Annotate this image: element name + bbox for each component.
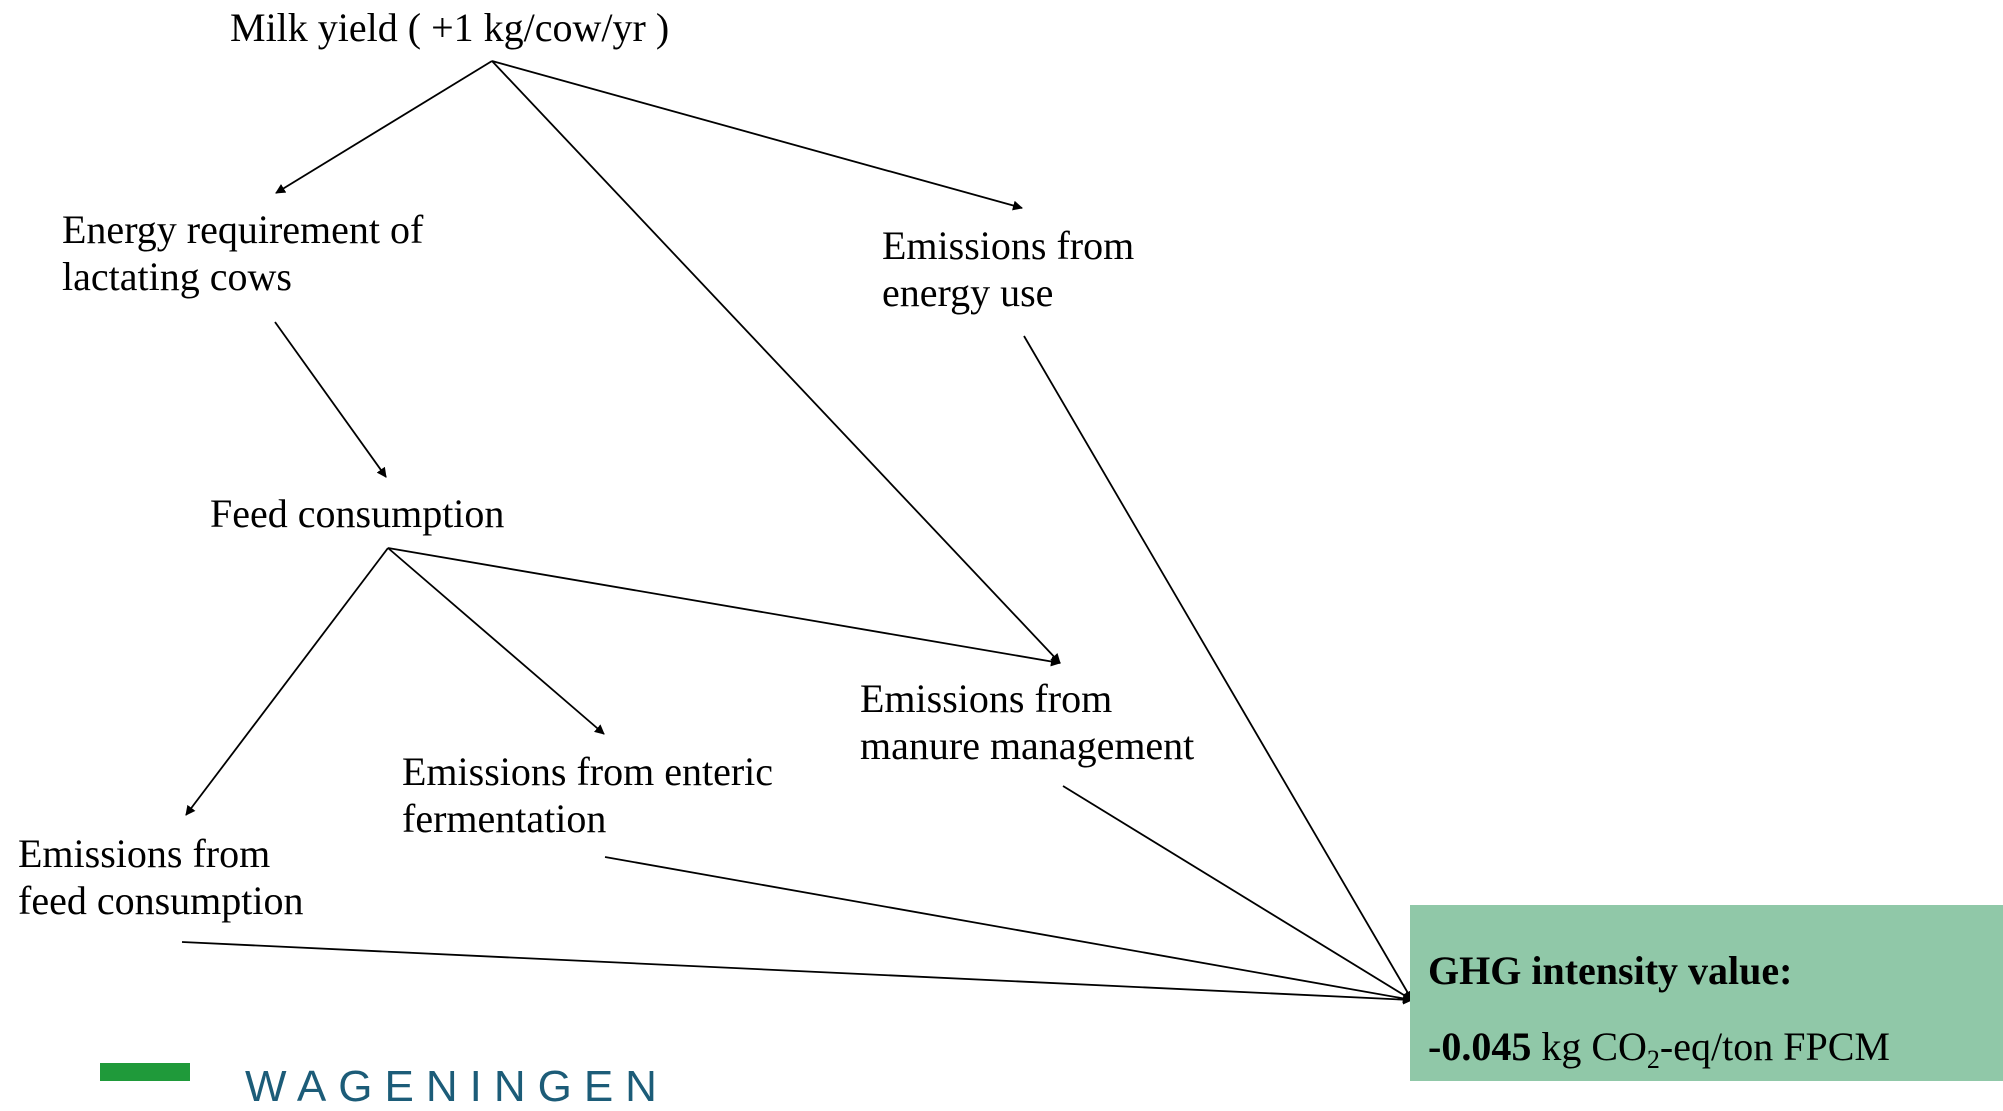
node-emissions-enteric-line-2: fermentation	[402, 796, 607, 841]
ghg-result-unit-subscript: 2	[1646, 1045, 1660, 1074]
node-energy-requirement-line-2: lactating cows	[62, 254, 292, 299]
ghg-result-box: GHG intensity value: -0.045 kg CO2-eq/to…	[1410, 905, 2003, 1081]
wageningen-logo-text: WAGENINGEN	[245, 1062, 669, 1111]
arrow-enteric-to-result	[604, 856, 1413, 1004]
ghg-result-value: -0.045 kg CO2-eq/ton FPCM	[1428, 1023, 1890, 1073]
arrow-feed-to-manure	[387, 547, 1061, 667]
node-energy-requirement-line-1: Energy requirement of	[62, 207, 424, 252]
node-emissions-manure-line-2: manure management	[860, 723, 1195, 768]
arrow-milk-to-manure	[491, 60, 1061, 664]
node-emissions-energy-use: Emissions from energy use	[882, 222, 1134, 316]
node-energy-requirement: Energy requirement of lactating cows	[62, 206, 423, 300]
arrow-milk-to-energy-requirement	[275, 60, 493, 194]
ghg-result-unit-prefix: kg CO	[1531, 1024, 1647, 1069]
node-emissions-feed-line-1: Emissions from	[18, 831, 271, 876]
node-feed-consumption-label: Feed consumption	[210, 491, 505, 536]
node-milk-yield-label: Milk yield ( +1 kg/cow/yr )	[230, 5, 670, 50]
arrow-energy-use-to-result	[1023, 335, 1413, 1001]
arrow-milk-to-energy-use	[491, 60, 1023, 211]
arrow-energy-requirement-to-feed	[274, 321, 387, 478]
ghg-result-number: -0.045	[1428, 1024, 1532, 1069]
arrow-feed-to-enteric	[387, 547, 605, 735]
arrow-feed-to-emissions-feed	[185, 547, 389, 816]
node-emissions-feed-line-2: feed consumption	[18, 878, 304, 923]
ghg-result-unit-suffix: -eq/ton FPCM	[1659, 1024, 1890, 1069]
node-emissions-energy-use-line-1: Emissions from	[882, 223, 1135, 268]
wageningen-logo-mark	[100, 1063, 190, 1081]
wageningen-logo: WAGENINGEN	[100, 1063, 660, 1109]
node-emissions-enteric-line-1: Emissions from enteric	[402, 749, 774, 794]
node-emissions-feed: Emissions from feed consumption	[18, 830, 304, 924]
node-emissions-manure: Emissions from manure management	[860, 675, 1194, 769]
node-emissions-energy-use-line-2: energy use	[882, 270, 1054, 315]
node-feed-consumption: Feed consumption	[210, 490, 504, 537]
ghg-result-title: GHG intensity value:	[1428, 948, 1793, 993]
node-emissions-manure-line-1: Emissions from	[860, 676, 1113, 721]
arrow-manure-to-result	[1062, 785, 1413, 1001]
arrow-emissions-feed-to-result	[181, 941, 1413, 1005]
node-milk-yield: Milk yield ( +1 kg/cow/yr )	[230, 4, 669, 51]
diagram-arrows	[181, 60, 1413, 1005]
node-emissions-enteric: Emissions from enteric fermentation	[402, 748, 773, 842]
